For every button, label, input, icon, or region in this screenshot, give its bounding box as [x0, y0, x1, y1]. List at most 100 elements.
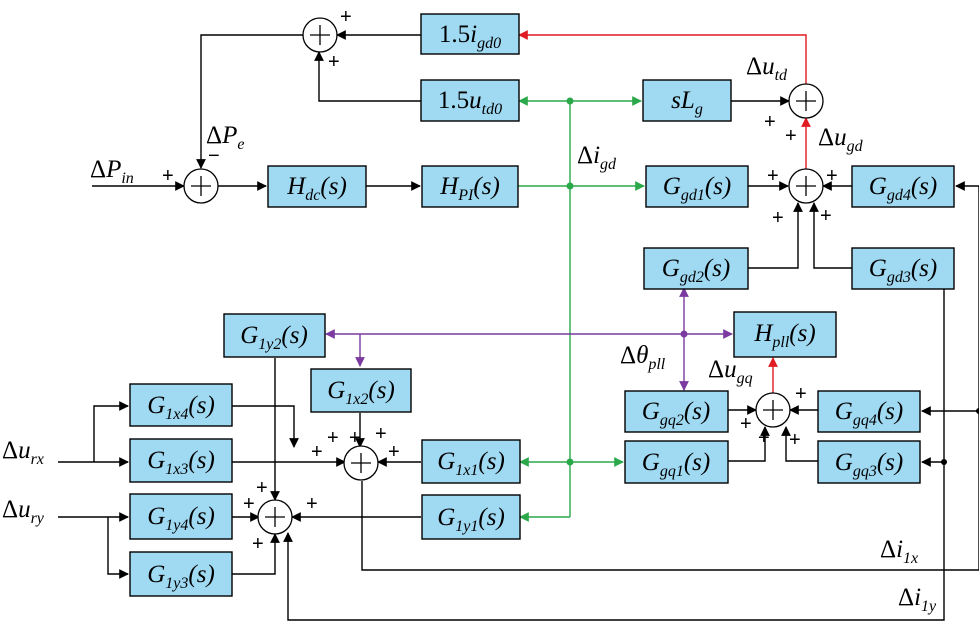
label-delta-u-rx: Δurx [2, 437, 44, 468]
label-delta-p-e: ΔPe [206, 122, 244, 153]
sum-junction-ugd [788, 168, 824, 204]
junction-dot [941, 459, 947, 465]
svg-text:1.5igd0: 1.5igd0 [439, 21, 501, 52]
svg-text:Ggd3(s): Ggd3(s) [869, 255, 937, 286]
plus-sign: + [375, 423, 387, 445]
plus-sign: + [758, 427, 770, 449]
wire-g1y3-to-sum-1y [232, 533, 280, 575]
label-delta-p-in: ΔPin [90, 156, 134, 187]
svg-text:Ggq4(s): Ggq4(s) [835, 398, 903, 429]
wire-ggq3-to-sum-gq [781, 426, 818, 462]
label-delta-i-1x: Δi1x [880, 536, 918, 567]
label-delta-u-gq: Δugq [708, 356, 753, 387]
label-delta-u-td: Δutd [746, 53, 788, 84]
plus-sign: + [740, 413, 752, 435]
sum-junction-utd [788, 83, 824, 119]
wire-g1x4-to-sum-1x [232, 405, 299, 448]
wire-sum-utd-to-igd0 [518, 30, 807, 84]
summing-junctions [183, 17, 824, 535]
svg-text:HPI(s): HPI(s) [439, 173, 500, 204]
block-1p5-utd0: 1.5utd0 [420, 79, 520, 122]
plus-sign: + [349, 427, 361, 449]
plus-sign: + [772, 207, 784, 229]
junction-dot [566, 458, 574, 466]
svg-text:Ggq2(s): Ggq2(s) [642, 398, 710, 429]
sum-junction-power [183, 168, 219, 204]
block-g1x4: G1x4(s) [129, 383, 233, 427]
purple-signal-lines [325, 287, 733, 391]
junction-dots [566, 97, 979, 466]
sum-junction-1x [343, 445, 379, 481]
wire-sum-top-to-sum-p [196, 34, 303, 169]
block-g1y3: G1y3(s) [129, 551, 233, 597]
plus-sign: + [826, 165, 838, 187]
plus-sign: + [789, 429, 801, 451]
red-signal-lines [518, 30, 811, 393]
transfer-function-blocks: 1.5igd0 1.5utd0 sLg Hdc(s) HPI(s) Ggd1(s… [129, 13, 955, 597]
black-signal-lines [58, 30, 979, 621]
svg-text:Ggd1(s): Ggd1(s) [663, 173, 731, 204]
junction-dot [976, 408, 979, 414]
svg-text:G1y4(s): G1y4(s) [147, 503, 215, 534]
svg-text:G1x1(s): G1x1(s) [437, 448, 505, 479]
svg-text:sLg: sLg [671, 87, 703, 118]
svg-text:G1x2(s): G1x2(s) [327, 377, 395, 408]
svg-text:Ggd2(s): Ggd2(s) [662, 255, 730, 286]
svg-text:G1x4(s): G1x4(s) [147, 392, 215, 423]
block-slg: sLg [642, 79, 732, 122]
junction-dot [680, 330, 688, 338]
block-hdc: Hdc(s) [267, 165, 367, 208]
plus-sign: + [340, 6, 352, 28]
plus-sign: + [252, 533, 264, 555]
plus-sign: + [328, 51, 340, 73]
wire-ury-to-g1y3 [107, 517, 129, 579]
plus-sign: + [306, 493, 318, 515]
plus-sign: + [820, 205, 832, 227]
svg-text:Hdc(s): Hdc(s) [286, 173, 347, 204]
svg-text:G1x3(s): G1x3(s) [147, 447, 215, 478]
plus-sign: + [764, 111, 776, 133]
sum-junction-ugq [755, 392, 791, 428]
block-ggd1: Ggd1(s) [645, 165, 749, 208]
block-g1x3: G1x3(s) [129, 438, 233, 483]
plus-sign: + [767, 165, 779, 187]
svg-text:G1y3(s): G1y3(s) [147, 561, 215, 592]
plus-sign: + [388, 441, 400, 463]
block-ggq4: Ggq4(s) [817, 390, 921, 433]
minus-sign: − [208, 145, 220, 167]
plus-sign: + [243, 493, 255, 515]
block-g1y2: G1y2(s) [223, 313, 326, 358]
label-delta-i-1y: Δi1y [898, 584, 937, 615]
svg-text:G1y1(s): G1y1(s) [437, 504, 505, 535]
block-ggq1: Ggq1(s) [624, 440, 729, 484]
block-ggd4: Ggd4(s) [851, 165, 955, 208]
block-g1y1: G1y1(s) [421, 494, 521, 540]
block-g1x2: G1x2(s) [310, 368, 412, 413]
svg-text:Hpll(s): Hpll(s) [753, 320, 815, 351]
block-ggq2: Ggq2(s) [624, 390, 729, 433]
wire-i1x-vertical [361, 186, 979, 571]
wire-utd0-to-sum-top [314, 51, 421, 102]
block-hpll: Hpll(s) [733, 311, 837, 358]
label-delta-u-gd: Δugd [818, 124, 864, 155]
block-ggq3: Ggq3(s) [817, 440, 921, 484]
block-g1y4: G1y4(s) [129, 493, 233, 540]
block-ggd3: Ggd3(s) [851, 247, 955, 290]
svg-text:Ggd4(s): Ggd4(s) [869, 173, 937, 204]
block-ggd2: Ggd2(s) [643, 247, 749, 290]
svg-text:1.5utd0: 1.5utd0 [438, 87, 502, 118]
label-delta-i-gd: Δigd [577, 142, 617, 173]
block-hpi: HPI(s) [421, 165, 519, 208]
plus-sign: + [327, 427, 339, 449]
junction-dot [566, 97, 574, 105]
label-delta-u-ry: Δury [2, 496, 45, 527]
wire-ggq1-to-sum-gq [728, 426, 770, 462]
svg-text:Ggq1(s): Ggq1(s) [642, 449, 710, 480]
svg-text:G1y2(s): G1y2(s) [240, 322, 308, 353]
plus-sign: + [795, 383, 807, 405]
plus-sign: + [162, 165, 174, 187]
green-signal-lines [518, 96, 645, 522]
wire-ggd3-to-sum-gd [809, 202, 852, 269]
sum-signs: + + + − + + + + + + + + + + + + + + + + … [162, 6, 838, 555]
